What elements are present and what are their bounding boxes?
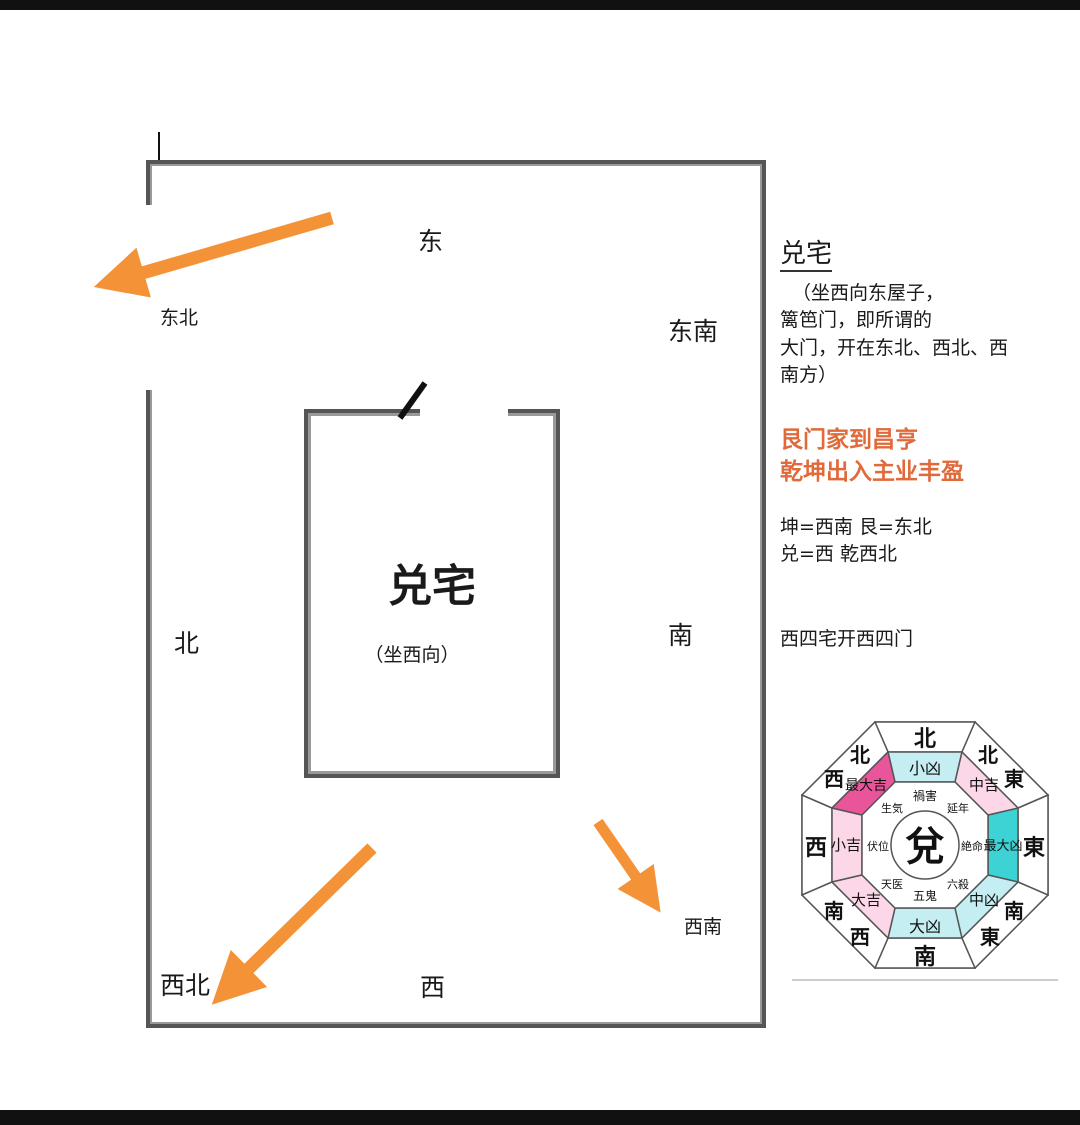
bagua-east-star: 絶命: [961, 839, 983, 853]
bagua-west-fortune: 小吉: [831, 836, 861, 854]
arrow-southwest: [593, 818, 661, 913]
bagua-se-star: 六殺: [947, 877, 969, 891]
bagua-south-fortune: 大凶: [909, 917, 941, 936]
bagua-ne-star: 延年: [947, 801, 969, 815]
direction-southeast-label: 东南: [668, 317, 719, 346]
bagua-south-label: 南: [914, 944, 936, 970]
bagua-sw-label-b: 西: [850, 925, 870, 949]
bagua-nw-star: 生気: [881, 801, 903, 815]
side-note-line3: 西四宅开西四门: [780, 628, 914, 650]
bagua-nw-fortune: 最大吉: [845, 778, 887, 794]
bagua-chart: [800, 720, 1050, 970]
arrow-northwest: [211, 843, 377, 1005]
bagua-ne-label-b: 東: [1004, 767, 1024, 791]
side-desc-line4: 南方）: [780, 364, 838, 386]
bagua-se-fortune: 中凶: [969, 891, 999, 909]
bagua-west-label: 西: [805, 835, 827, 861]
bagua-center-label: 兌: [905, 823, 945, 870]
side-desc-line1: （坐西向东屋子，: [792, 282, 945, 304]
bagua-east-label: 東: [1023, 835, 1045, 861]
bagua-se-label-b: 東: [980, 925, 1000, 949]
house-door-gap: [420, 402, 508, 416]
bagua-se-label-a: 南: [1004, 899, 1024, 923]
bagua-east-fortune: 最大凶: [983, 839, 1022, 854]
side-poem-line2: 乾坤出入主业丰盈: [780, 459, 964, 485]
door-mark: [397, 381, 428, 420]
direction-northwest-label: 西北: [160, 971, 211, 1000]
bagua-labels: 兌 北 南 西 東 北 西 北 東 南 西 南 東 小凶 大凶 小吉 最大凶 最…: [805, 726, 1045, 970]
direction-south-label: 南: [668, 621, 694, 650]
house-title: 兑宅: [388, 561, 476, 612]
side-poem-line1: 艮门家到昌亨: [780, 427, 918, 453]
bagua-nw-label-a: 北: [850, 743, 870, 767]
house-outline: [304, 409, 560, 778]
side-note-line1: 坤=西南 艮=东北: [780, 516, 932, 538]
bagua-sw-fortune: 大吉: [851, 891, 881, 909]
direction-west-label: 西: [420, 973, 446, 1002]
bagua-sw-star: 天医: [881, 878, 903, 891]
arrow-northeast: [93, 211, 334, 298]
side-desc-line3: 大门，开在东北、西北、西: [780, 337, 1009, 359]
direction-northeast-label: 东北: [160, 307, 199, 329]
bagua-north-label: 北: [914, 726, 936, 752]
bagua-nw-label-b: 西: [824, 767, 844, 791]
house-subtitle: （坐西向）: [364, 644, 460, 666]
direction-southwest-label: 西南: [684, 916, 723, 938]
bottom-screen-bar: [0, 1110, 1080, 1125]
direction-east-label: 东: [418, 227, 444, 256]
side-title: 兑宅: [780, 238, 833, 272]
bagua-ne-fortune: 中吉: [969, 776, 999, 794]
bagua-sw-label-a: 南: [824, 899, 844, 923]
top-screen-bar: [0, 0, 1080, 10]
side-note-line2: 兑=西 乾西北: [780, 543, 897, 565]
direction-north-label: 北: [174, 629, 200, 658]
bagua-ne-label-a: 北: [978, 743, 998, 767]
bagua-north-star: 禍害: [913, 788, 937, 803]
side-desc-line2: 篱笆门，即所谓的: [780, 309, 933, 331]
bagua-north-fortune: 小凶: [909, 759, 941, 778]
bagua-south-star: 五鬼: [913, 888, 937, 903]
bagua-west-star: 伏位: [867, 839, 889, 853]
text-cursor: [158, 132, 160, 162]
